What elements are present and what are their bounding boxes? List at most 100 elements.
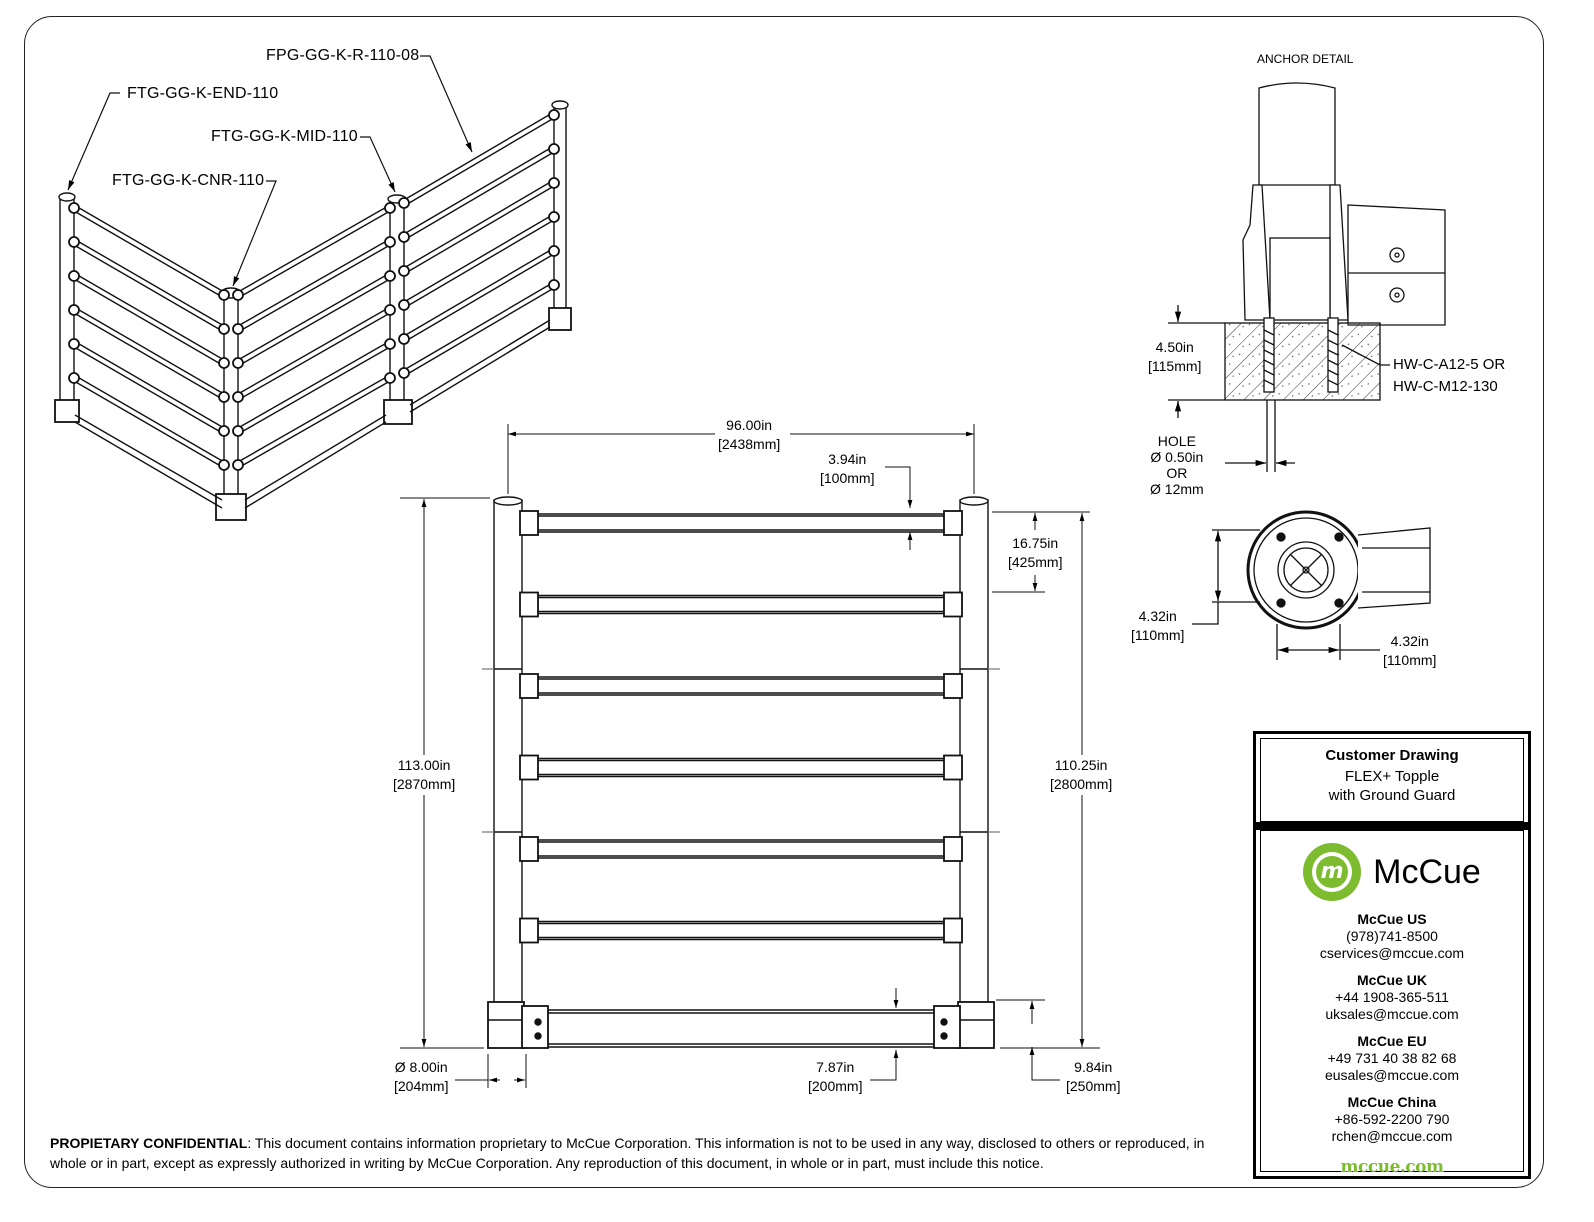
rail-fitting <box>519 673 539 699</box>
iso-rail <box>398 279 560 379</box>
anchor-part-2: HW-C-M12-130 <box>1393 378 1498 395</box>
iso-left-rails <box>68 202 230 471</box>
dim-overall-width: 96.00in2438mm <box>718 416 780 454</box>
iso-rail <box>398 245 560 345</box>
title-block-divider <box>1256 822 1528 830</box>
iso-rail <box>398 211 560 311</box>
iso-rail <box>68 236 230 335</box>
title-block: Customer Drawing FLEX+ Topple with Groun… <box>1253 731 1531 1179</box>
iso-post-end <box>54 192 80 423</box>
rail-fitting <box>943 591 963 618</box>
iso-rail <box>232 338 396 437</box>
office-phone: +44 1908-365-511 <box>1335 989 1449 1005</box>
iso-rail <box>398 177 560 277</box>
iso-rail <box>68 304 230 403</box>
iso-right-rails <box>232 202 396 471</box>
iso-rail <box>232 236 396 335</box>
elevation-rail <box>519 510 963 536</box>
brand-name: McCue <box>1373 852 1481 891</box>
elevation-rail <box>519 836 963 862</box>
rail-fitting <box>943 917 963 944</box>
iso-rail <box>68 270 230 369</box>
iso-post-corner <box>215 287 247 521</box>
office-email[interactable]: cservices@mccue.com <box>1319 945 1465 961</box>
right-post <box>959 499 989 1031</box>
notice-text: : This document contains information pro… <box>50 1135 1205 1171</box>
iso-rail <box>232 270 396 369</box>
rail-fitting <box>519 510 539 536</box>
dim-footprint-horizontal: 4.32in110mm <box>1383 632 1436 670</box>
office-phone: +86-592-2200 790 <box>1334 1111 1450 1127</box>
iso-rail <box>68 372 230 471</box>
iso-rail <box>232 372 396 471</box>
iso-far-rails <box>398 109 560 379</box>
rail-fitting <box>519 591 539 618</box>
office-email[interactable]: uksales@mccue.com <box>1325 1006 1459 1022</box>
elevation-rail <box>519 917 963 944</box>
dim-guard-height: 7.87in200mm <box>808 1058 862 1096</box>
elevation-rail <box>519 754 963 781</box>
website-link[interactable]: mccue.com <box>1340 1157 1444 1177</box>
callout-mid-fitting: FTG-GG-K-MID-110 <box>211 128 358 145</box>
mccue-logo-icon: m <box>1303 843 1362 901</box>
drawing-type: Customer Drawing <box>1325 747 1459 764</box>
callout-rail: FPG-GG-K-R-110-08 <box>266 47 420 64</box>
office-name: McCue EU <box>1357 1033 1427 1049</box>
dim-overall-height: 113.00in2870mm <box>393 756 455 794</box>
brand-logo: m McCue <box>1261 843 1523 901</box>
iso-rail <box>398 109 560 209</box>
dim-embed-depth: 4.50in115mm <box>1148 338 1201 376</box>
title-block-header: Customer Drawing FLEX+ Topple with Groun… <box>1260 738 1524 822</box>
iso-rail <box>232 304 396 403</box>
front-elevation <box>482 496 1000 1049</box>
confidential-notice: PROPIETARY CONFIDENTIAL: This document c… <box>50 1133 1240 1173</box>
iso-rail <box>68 338 230 437</box>
drawing-border <box>24 16 1544 1188</box>
office-name: McCue US <box>1357 911 1427 927</box>
isometric-view <box>54 100 572 521</box>
anchor-detail-title: ANCHOR DETAIL <box>1257 52 1354 66</box>
office-email[interactable]: rchen@mccue.com <box>1331 1128 1453 1144</box>
notice-label: PROPIETARY CONFIDENTIAL <box>50 1135 248 1151</box>
callout-leaders <box>67 55 473 287</box>
dim-base-height: 9.84in250mm <box>1066 1058 1120 1096</box>
anchor-part-1: HW-C-A12-5 OR <box>1393 356 1506 373</box>
rail-fitting <box>519 836 539 862</box>
iso-post-far <box>548 100 572 331</box>
rail-fitting <box>519 754 539 781</box>
product-variant: with Ground Guard <box>1328 787 1456 804</box>
dim-post-height: 110.25in2800mm <box>1050 756 1112 794</box>
iso-rail <box>68 202 230 301</box>
dim-footprint-vertical: 4.32in110mm <box>1131 607 1184 645</box>
anchor-detail-drawing <box>1168 82 1446 660</box>
office-phone: (978)741-8500 <box>1346 928 1438 944</box>
elevation-rail <box>519 673 963 699</box>
rail-fitting <box>943 510 963 536</box>
rail-fitting <box>943 673 963 699</box>
office-phone: +49 731 40 38 82 68 <box>1327 1050 1457 1066</box>
office-email[interactable]: eusales@mccue.com <box>1324 1067 1460 1083</box>
callout-corner-fitting: FTG-GG-K-CNR-110 <box>112 172 265 189</box>
callout-end-fitting: FTG-GG-K-END-110 <box>127 85 279 102</box>
iso-rail <box>398 143 560 243</box>
dim-base-diameter: Ø 8.00in204mm <box>394 1058 448 1096</box>
dimension-lines <box>400 424 1100 1088</box>
left-base-foot <box>487 1001 549 1049</box>
right-base-foot <box>933 1001 995 1049</box>
elevation-rails <box>519 510 963 944</box>
rail-fitting <box>943 836 963 862</box>
dim-rail-spacing: 16.75in425mm <box>1008 534 1062 572</box>
iso-rail <box>232 202 396 301</box>
dim-rail-diameter: 3.94in100mm <box>820 450 874 488</box>
rail-fitting <box>519 917 539 944</box>
left-post <box>493 499 523 1031</box>
rail-fitting <box>943 754 963 781</box>
